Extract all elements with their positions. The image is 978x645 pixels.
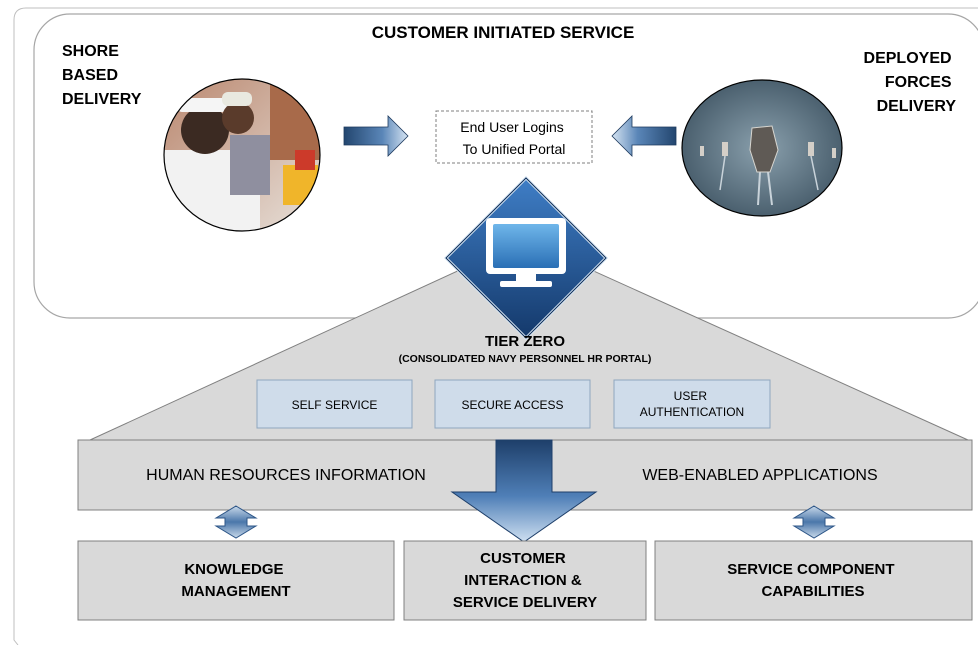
box-label-line: SERVICE COMPONENT	[727, 561, 894, 578]
svg-text:SERVICE COMPONENT CAPABI: SERVICE COMPONENT CAPABILITIES	[727, 561, 898, 600]
box-label-line: KNOWLEDGE	[184, 561, 283, 578]
service-component-box: SERVICE COMPONENT CAPABILITIES	[654, 540, 973, 621]
tier-title: TIER ZERO	[485, 333, 565, 350]
portal-box-text: End User Logins To Unified Portal	[460, 119, 567, 157]
svg-text:KNOWLEDGE MANAGEMENT: KNOWLEDGE MANAGEMENT	[181, 561, 290, 600]
tier-subtitle: (CONSOLIDATED NAVY PERSONNEL HR PORTAL)	[399, 353, 652, 365]
double-arrow-icon	[214, 505, 258, 539]
header-title: CUSTOMER INITIATED SERVICE	[372, 23, 635, 42]
svg-text:CUSTOMER INTERACTION &: CUSTOMER INTERACTION & SERVICE DELIVERY	[453, 550, 597, 611]
customer-interaction-box: CUSTOMER INTERACTION & SERVICE DELIVERY	[403, 540, 647, 621]
shore-label-line: SHORE	[62, 43, 119, 60]
shore-label-line: BASED	[62, 67, 118, 84]
box-label-line: INTERACTION &	[464, 572, 582, 589]
shore-label: SHORE BASED DELIVERY	[62, 43, 142, 108]
arrow-right-icon	[343, 115, 409, 157]
deployed-label-line: DELIVERY	[877, 98, 957, 115]
arrow-down-icon	[450, 439, 598, 543]
box-label-line: CUSTOMER	[480, 550, 566, 567]
box-label-line: CAPABILITIES	[761, 583, 864, 600]
feature-label: USER AUTHENTICATION	[640, 389, 744, 419]
shore-label-line: DELIVERY	[62, 91, 142, 108]
deployed-label: DEPLOYED FORCES DELIVERY	[864, 50, 957, 115]
double-arrow-icon	[792, 505, 836, 539]
deployed-label-line: FORCES	[885, 74, 952, 91]
naval-fleet-photo	[681, 79, 843, 217]
foundation-left-label: HUMAN RESOURCES INFORMATION	[146, 467, 426, 484]
page-frame	[13, 7, 978, 645]
portal-box-line: End User Logins	[460, 119, 564, 135]
arrow-left-icon	[611, 115, 677, 157]
box-label-line: MANAGEMENT	[181, 583, 290, 600]
foundation-right-label: WEB-ENABLED APPLICATIONS	[642, 467, 877, 484]
portal-box-line: To Unified Portal	[463, 141, 566, 157]
feature-secure-access: SECURE ACCESS	[434, 379, 591, 429]
feature-self-service: SELF SERVICE	[256, 379, 413, 429]
feature-label-line: USER	[674, 389, 708, 403]
box-label-line: SERVICE DELIVERY	[453, 594, 597, 611]
portal-box	[435, 110, 593, 164]
feature-label: SELF SERVICE	[292, 398, 378, 412]
computer-monitor-icon	[443, 175, 609, 341]
feature-user-authentication: USER AUTHENTICATION	[613, 379, 771, 429]
knowledge-management-box: KNOWLEDGE MANAGEMENT	[77, 540, 395, 621]
feature-label-line: AUTHENTICATION	[640, 405, 744, 419]
feature-label: SECURE ACCESS	[461, 398, 563, 412]
deployed-label-line: DEPLOYED	[864, 50, 952, 67]
sailors-family-photo	[163, 78, 321, 232]
